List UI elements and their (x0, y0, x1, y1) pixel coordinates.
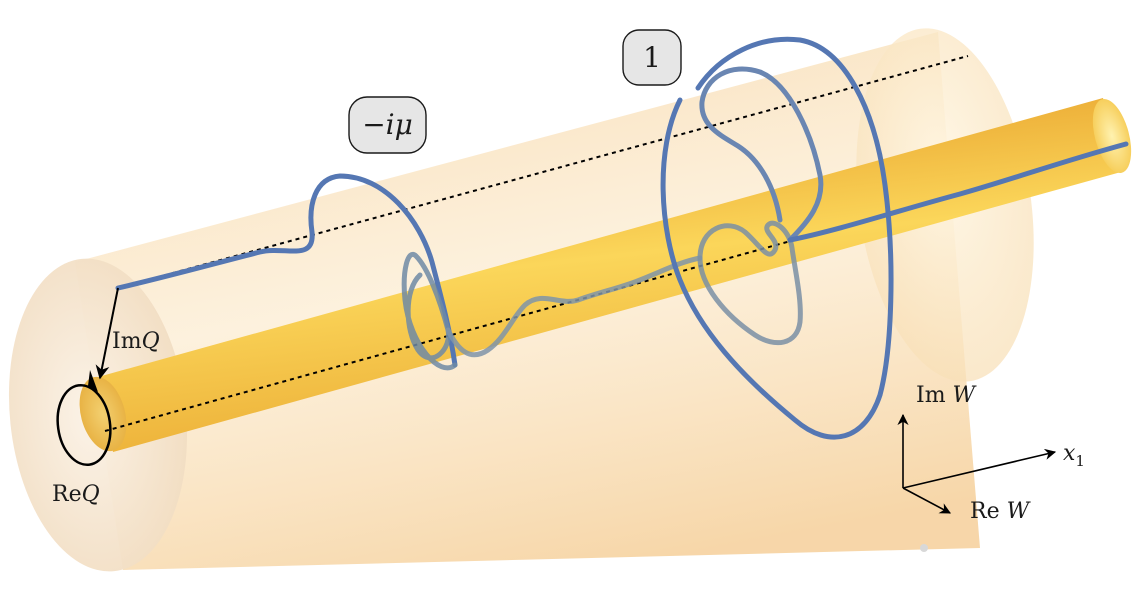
inner-rod-left-cap (79, 376, 127, 452)
pill-box-left (348, 96, 427, 154)
x1-sub: 1 (1075, 452, 1085, 470)
dashed-lines (104, 55, 1001, 432)
curve-left-loops (401, 251, 458, 371)
pill-label-minus-i-mu: −iμ (348, 96, 427, 154)
x1-axis (902, 448, 1057, 489)
curve-end-segment (787, 141, 1129, 243)
re-w-prefix: Re (970, 499, 1007, 524)
im-w-label: Im W (916, 383, 978, 408)
re-w-var: W (1007, 499, 1032, 524)
curve-start-segment (115, 173, 458, 368)
re-q-arrow-icon (88, 370, 98, 392)
inner-rod-right-cap (1092, 99, 1132, 173)
curve-right-inner-loops (697, 220, 803, 346)
re-w-axis (902, 487, 951, 514)
re-q-circle (56, 383, 112, 467)
re-q-var: Q (82, 482, 100, 507)
dashed-axis-center (104, 182, 1001, 432)
pill-right-text: 1 (643, 41, 661, 74)
im-q-arrow (95, 287, 119, 380)
im-q-var: Q (142, 329, 160, 354)
inner-rod-body (98, 98, 1121, 452)
x1-var: x (1063, 441, 1076, 466)
pill-box-right (622, 29, 682, 86)
curve-middle-wiggle (445, 255, 703, 358)
im-q-prefix: Im (112, 329, 142, 354)
re-q-prefix: Re (52, 482, 82, 507)
grey-dot (920, 544, 928, 552)
curve-large-ring (660, 36, 894, 440)
curve-right-loop-back (699, 66, 824, 243)
x1-label: x1 (1063, 441, 1085, 470)
w-plane-axes: Im W x1 Re W (897, 383, 1085, 524)
pill-label-one: 1 (622, 29, 682, 86)
re-q-label: ReQ (52, 482, 100, 507)
inner-rod (79, 98, 1132, 452)
im-w-prefix: Im (916, 383, 953, 408)
re-w-label: Re W (970, 499, 1032, 524)
dashed-axis-upper (117, 55, 969, 289)
q-plane-axes: ImQ ReQ (52, 287, 160, 507)
im-w-var: W (953, 383, 978, 408)
pill-left-text: −iμ (362, 108, 413, 141)
im-q-label: ImQ (112, 329, 160, 354)
trajectory-curve (115, 36, 1129, 440)
